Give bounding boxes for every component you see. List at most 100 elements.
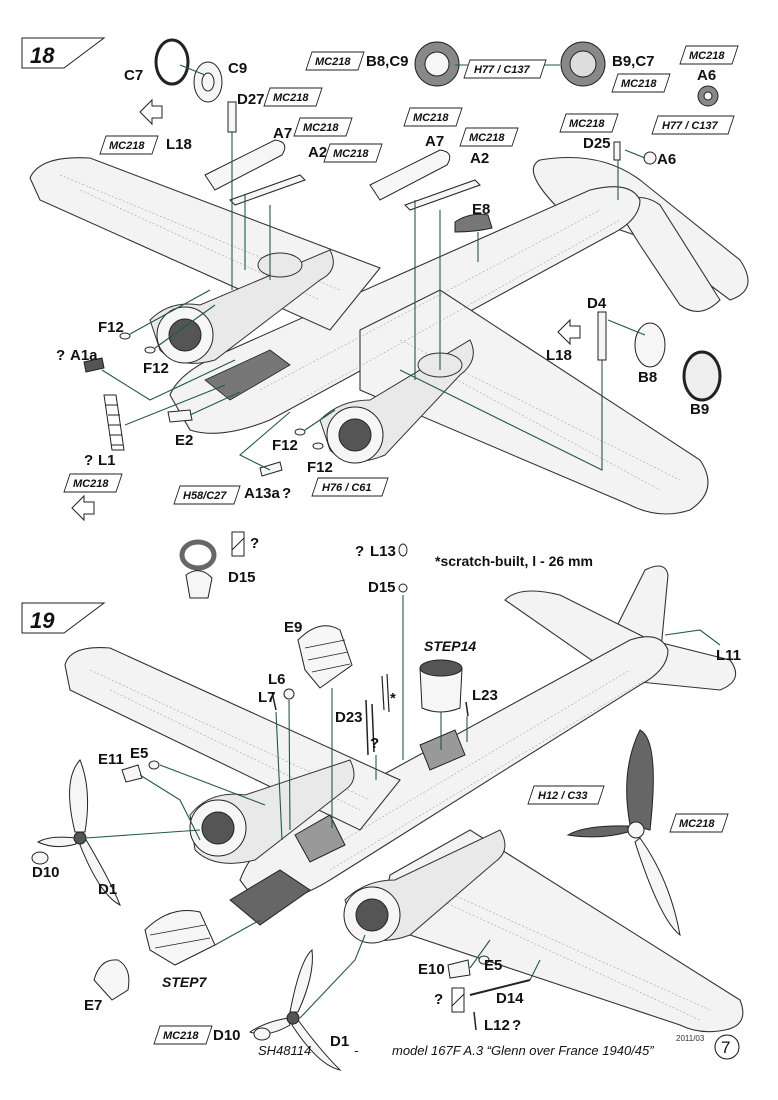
scratch-built-note: *scratch-built, l - 26 mm	[435, 553, 593, 569]
paint-codes-18: MC218 MC218 H77 / C137 MC218 MC218 H77 /…	[63, 45, 739, 505]
step-19: 19 *scratch-built, l - 26 mm	[21, 543, 744, 1071]
label-d27: D27	[237, 91, 265, 108]
parts-19	[31, 543, 681, 1071]
label-l7: L7	[258, 689, 276, 706]
b9-tire	[682, 350, 722, 402]
tail-wheel-a6-hub	[703, 91, 713, 101]
leader-a1a	[101, 359, 236, 401]
paint-box-8	[293, 117, 353, 137]
label-e2: E2	[175, 432, 193, 449]
paint-box-q2	[669, 813, 729, 833]
d27-strut	[227, 101, 237, 133]
paint-text-5: MC218	[689, 50, 725, 62]
nose-frame-19	[229, 869, 311, 926]
label-b8: B8	[638, 369, 657, 386]
question-icon-d15: ?	[250, 535, 259, 552]
paint-box-11	[459, 127, 519, 147]
a1a-plate	[83, 357, 105, 373]
paint-box-12	[559, 113, 619, 133]
label-f12-c: F12	[272, 437, 298, 454]
label-b9: B9	[690, 401, 709, 418]
leader-d4	[399, 360, 603, 471]
label-c7: C7	[124, 67, 143, 84]
paint-text-11: MC218	[469, 132, 505, 144]
leader-e10	[469, 939, 491, 969]
paint-text-14: H58/C27	[183, 490, 227, 502]
door-a2-left	[229, 174, 306, 206]
leader-f12-a	[129, 289, 211, 335]
ref-icons-19: ? ? ? ?	[355, 543, 521, 1034]
e10-part	[447, 959, 471, 979]
step7-frames	[149, 924, 211, 949]
prop-blade-c	[36, 836, 77, 848]
l12-part	[473, 1011, 477, 1031]
paint-box-15	[311, 477, 389, 497]
d10-spinner-left	[31, 851, 49, 865]
leader-e5-a	[159, 764, 266, 806]
paint-text-1: MC218	[273, 92, 309, 104]
f12-part-b	[144, 346, 156, 354]
paint-box-6	[651, 115, 735, 135]
paint-text-10: MC218	[413, 112, 449, 124]
paint-text-15: H76 / C61	[322, 482, 372, 494]
engine-right-core-18	[338, 418, 372, 452]
question-icon-a1a: ?	[56, 347, 65, 364]
l13-part	[398, 543, 408, 557]
prop-large-blade-c	[634, 837, 681, 937]
l1-ladder	[103, 394, 125, 451]
label-b8c9: B8,C9	[366, 53, 409, 70]
f12-part-a	[119, 332, 131, 340]
label-l1: L1	[98, 452, 116, 469]
c7-tire	[154, 38, 190, 86]
paint-codes-19: H12 / C33 MC218 MC218	[153, 785, 729, 1045]
door-a7-right	[369, 149, 451, 201]
label-a2-b: A2	[470, 150, 489, 167]
paint-text-3: H77 / C137	[474, 64, 531, 76]
question-icon-swatch: ?	[434, 991, 443, 1008]
turret-top	[419, 659, 463, 677]
parts-18	[71, 38, 722, 599]
wheel-b8c9-hub	[424, 51, 450, 77]
paint-box-4	[611, 73, 671, 93]
d15-mount	[185, 570, 213, 599]
engine-left-core-18	[168, 318, 202, 352]
label-l6: L6	[268, 671, 286, 688]
aircraft-18	[29, 156, 749, 515]
leader-c7	[179, 64, 206, 76]
e7-nose-cone	[93, 959, 130, 1001]
leader-l7	[275, 711, 283, 841]
label-l23: L23	[472, 687, 498, 704]
prop-bottom-blade-a	[289, 949, 313, 1013]
label-step7: STEP7	[162, 974, 208, 990]
label-d10-a: D10	[32, 864, 60, 881]
label-a6-b: A6	[657, 151, 676, 168]
question-icon-l13: ?	[355, 543, 364, 560]
label-d15-b: D15	[368, 579, 396, 596]
label-a1a: A1a	[70, 347, 98, 364]
paint-box-5	[679, 45, 739, 65]
paint-box-10	[403, 107, 463, 127]
label-l18-a: L18	[166, 136, 192, 153]
a13a-part	[259, 461, 283, 477]
prop-large-hub	[627, 821, 645, 839]
b8-wheel	[634, 322, 666, 368]
wheel-well-left-18	[257, 252, 303, 278]
bomb-bay-18	[204, 349, 291, 401]
leader-a6	[624, 149, 646, 159]
label-d14: D14	[496, 990, 524, 1007]
leader-f12-c	[304, 409, 336, 431]
tailplane-19	[504, 590, 737, 691]
label-f12-a: F12	[98, 319, 124, 336]
footer-dash: -	[354, 1043, 359, 1058]
prop-large-blade-a	[626, 729, 654, 831]
leaders-19	[85, 595, 721, 1019]
footer: 2011/03 SH48114 - model 167F A.3 “Glenn …	[258, 1034, 740, 1060]
d4-strut	[597, 311, 607, 361]
label-e5-a: E5	[130, 745, 148, 762]
question-icon-l1: ?	[84, 452, 93, 469]
e11-part	[121, 764, 143, 783]
c9-hub-center	[201, 72, 215, 92]
label-f12-d: F12	[307, 459, 333, 476]
labels-19: L13 D15 E9 STEP14 L6 L7 L23 L11 D23 * E1…	[32, 543, 741, 1050]
paint-box-14	[173, 485, 241, 505]
